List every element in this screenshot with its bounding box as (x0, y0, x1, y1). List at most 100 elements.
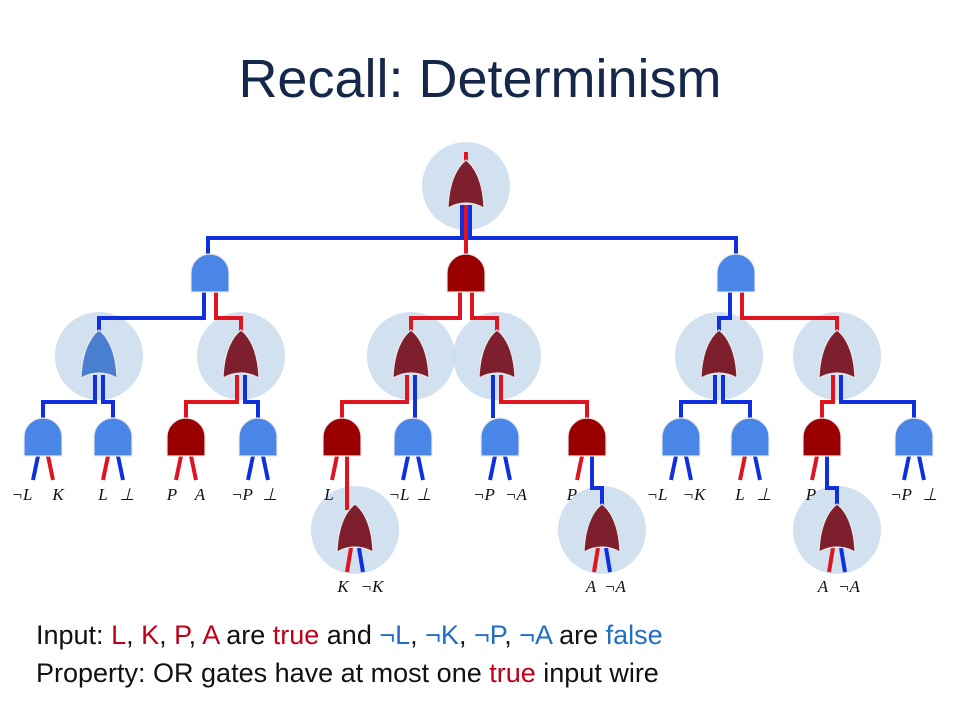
leaf-label: A (817, 577, 829, 596)
false-wire (246, 455, 255, 481)
false-wire (97, 292, 206, 336)
and-gate-false-icon (716, 253, 756, 293)
leaf-label: L (97, 485, 107, 504)
leaf-label: ¬L (389, 485, 410, 504)
leaf-label: ⊥ (120, 485, 135, 504)
leaf-label: A (585, 577, 597, 596)
wires (31, 152, 926, 573)
or-gate-true-icon (818, 503, 856, 554)
false-wire (488, 455, 497, 481)
or-gate-true-icon (392, 329, 430, 380)
leaf-label: ¬K (361, 577, 385, 596)
property-suffix: input wire (535, 658, 659, 688)
and-gate-true-icon (446, 253, 486, 293)
leaf-label: ⊥ (263, 485, 278, 504)
input-var-a: A (202, 620, 219, 650)
true-wire (740, 292, 839, 336)
leaf-label: ¬A (604, 577, 626, 596)
or-gate-true-icon (447, 159, 485, 210)
or-gate-true-icon (583, 503, 621, 554)
slide-title: Recall: Determinism (238, 49, 722, 109)
sep: , (159, 620, 175, 650)
or-gate-true-icon (478, 329, 516, 380)
false-wire (206, 205, 464, 256)
leaf-label: ⊥ (417, 485, 432, 504)
false-wire (679, 375, 717, 418)
false-wire (717, 292, 732, 336)
and-gate-true-icon (567, 417, 607, 457)
false-wire (243, 375, 260, 418)
true-wire (330, 455, 339, 481)
and-gate-false-icon (480, 417, 520, 457)
leaf-label: ¬L (647, 485, 668, 504)
leaf-label: ¬A (505, 485, 527, 504)
input-caption: Input: L, K, P, A are true and ¬L, ¬K, ¬… (36, 620, 663, 651)
false-wire (684, 455, 693, 481)
true-wire (592, 547, 600, 573)
leaf-label: K (51, 485, 65, 504)
or-gate-true-icon (818, 329, 856, 380)
true-wire (189, 455, 198, 481)
leaf-label: K (336, 577, 350, 596)
false-wire (401, 455, 410, 481)
false-wire (101, 375, 115, 418)
leaf-label: ¬P (473, 485, 495, 504)
leaf-label: ⊥ (757, 485, 772, 504)
input-neg-a: ¬A (519, 620, 552, 650)
true-wire (499, 375, 589, 418)
sep: , (458, 620, 474, 650)
true-wire (184, 375, 239, 418)
false-wire (604, 547, 612, 573)
leaf-label: ¬L (12, 485, 33, 504)
sep: , (410, 620, 426, 650)
gates (23, 159, 934, 554)
false-wire (590, 456, 604, 510)
false-wire (825, 456, 839, 510)
true-word: true (489, 658, 536, 688)
leaf-label: ¬K (683, 485, 707, 504)
input-prefix: Input: (36, 620, 112, 650)
true-wire (214, 292, 243, 336)
true-wire (827, 547, 835, 573)
and-gate-false-icon (894, 417, 934, 457)
false-wire (416, 455, 425, 481)
false-wire (261, 455, 270, 481)
or-gate-true-icon (700, 329, 738, 380)
true-wire (810, 455, 819, 481)
leaf-label: A (194, 485, 206, 504)
and-gate-false-icon (393, 417, 433, 457)
input-neg-l: ¬L (379, 620, 411, 650)
false-wire (31, 455, 40, 481)
and-gate-false-icon (238, 417, 278, 457)
false-wire (41, 375, 97, 418)
false-wire (116, 455, 125, 481)
true-wire (470, 292, 499, 336)
and-gate-false-icon (730, 417, 770, 457)
input-neg-p: ¬P (473, 620, 505, 650)
false-wire (468, 205, 738, 256)
true-word: true (272, 620, 320, 650)
true-wire (174, 455, 183, 481)
property-prefix: Property: OR gates have at most one (36, 658, 490, 688)
and-gate-false-icon (190, 253, 230, 293)
true-wire (101, 455, 110, 481)
or-gate-true-icon (336, 503, 374, 554)
true-wire (820, 375, 835, 418)
and-gate-true-icon (322, 417, 362, 457)
false-wire (357, 547, 365, 573)
and-gate-false-icon (661, 417, 701, 457)
text: are (551, 620, 606, 650)
leaf-label: L (734, 485, 744, 504)
leaf-label: P (805, 485, 816, 504)
leaf-label: P (166, 485, 177, 504)
false-wire (902, 455, 911, 481)
input-neg-k: ¬K (425, 620, 459, 650)
false-wire (839, 547, 847, 573)
leaf-label: L (323, 485, 333, 504)
false-word: false (605, 620, 663, 650)
true-wire (575, 455, 584, 481)
and-gate-false-icon (93, 417, 133, 457)
text: are (218, 620, 273, 650)
